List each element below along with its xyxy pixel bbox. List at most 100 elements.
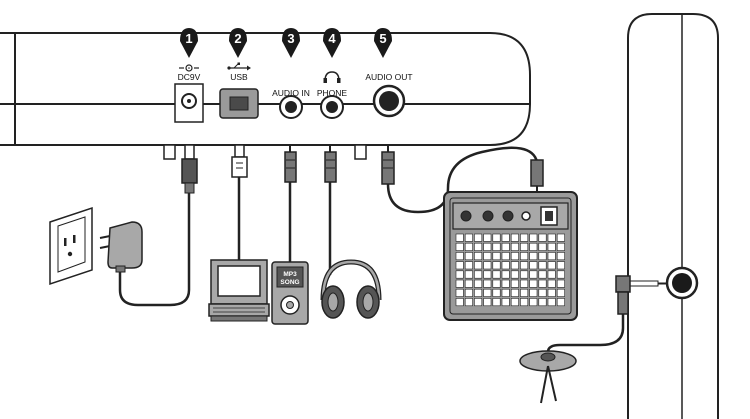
grille-cell [483, 242, 492, 251]
grille-cell [520, 233, 529, 242]
grille-cell [510, 252, 519, 261]
dc-cable [118, 193, 191, 307]
dc-power-port [174, 83, 204, 123]
amp-control-panel [452, 202, 569, 230]
grille-cell [492, 288, 501, 297]
grille-cell [529, 252, 538, 261]
grille-cell [455, 261, 464, 270]
grille-cell [464, 288, 473, 297]
grille-cell [538, 233, 547, 242]
grille-cell [510, 270, 519, 279]
pedal-jack [665, 266, 699, 300]
grille-cell [538, 242, 547, 251]
grille-cell [455, 252, 464, 261]
phone-plug [324, 145, 337, 183]
cymbal [519, 350, 577, 404]
audio-in-jack [279, 95, 303, 119]
grille-cell [464, 242, 473, 251]
grille-cell [492, 279, 501, 288]
grille-cell [547, 252, 556, 261]
keyboard-rear-panel [0, 32, 531, 160]
grille-cell [547, 298, 556, 307]
headphone-icon [323, 71, 341, 83]
audio-out-jack [372, 84, 406, 118]
grille-cell [483, 298, 492, 307]
grille-cell [455, 298, 464, 307]
grille-cell [492, 242, 501, 251]
grille-cell [483, 233, 492, 242]
grille-cell [455, 233, 464, 242]
grille-cell [510, 233, 519, 242]
grille-cell [501, 279, 510, 288]
marker-2: 2 [229, 28, 247, 58]
pedal-cable [546, 314, 625, 353]
usb-plug [231, 144, 248, 178]
grille-cell [556, 279, 565, 288]
port-label-usb: USB [230, 72, 248, 82]
grille-cell [547, 279, 556, 288]
grille-cell [538, 261, 547, 270]
grille-cell [474, 298, 483, 307]
audio-in-plug [284, 145, 297, 183]
grille-cell [455, 242, 464, 251]
grille-cell [538, 279, 547, 288]
grille-cell [510, 261, 519, 270]
port-label-audio-out: AUDIO OUT [365, 72, 412, 82]
marker-3: 3 [282, 28, 300, 58]
grille-cell [483, 288, 492, 297]
grille-cell [556, 288, 565, 297]
grille-cell [492, 252, 501, 261]
grille-cell [474, 279, 483, 288]
amplifier [443, 191, 578, 321]
power-adapter [99, 221, 143, 273]
audio-out-plug [381, 145, 395, 185]
grille-cell [455, 279, 464, 288]
grille-cell [483, 270, 492, 279]
grille-cell [520, 270, 529, 279]
grille-cell [520, 279, 529, 288]
usb-symbol-icon [227, 62, 251, 71]
mp3-screen-line1: MP3 [283, 271, 297, 278]
grille-cell [501, 233, 510, 242]
grille-cell [474, 261, 483, 270]
grille-cell [464, 298, 473, 307]
grille-cell [529, 298, 538, 307]
grille-cell [464, 252, 473, 261]
drum-pad-side-panel [627, 13, 719, 419]
grille-cell [492, 233, 501, 242]
grille-cell [501, 288, 510, 297]
grille-cell [492, 270, 501, 279]
computer [208, 259, 270, 322]
svg-text:4: 4 [328, 31, 336, 46]
marker-1: 1 [180, 28, 198, 58]
grille-cell [474, 242, 483, 251]
grille-cell [483, 261, 492, 270]
grille-cell [474, 233, 483, 242]
pedal-plug [615, 275, 666, 315]
headphones [320, 259, 382, 319]
port-label-audio-in: AUDIO IN [272, 88, 310, 98]
marker-5: 5 [374, 28, 392, 58]
grille-cell [483, 252, 492, 261]
amp-input-plug [530, 159, 544, 196]
grille-cell [510, 298, 519, 307]
grille-cell [501, 270, 510, 279]
grille-cell [547, 242, 556, 251]
grille-cell [556, 261, 565, 270]
grille-cell [464, 233, 473, 242]
grille-cell [464, 279, 473, 288]
svg-text:2: 2 [234, 31, 241, 46]
svg-text:5: 5 [379, 31, 386, 46]
grille-cell [474, 288, 483, 297]
grille-cell [547, 288, 556, 297]
usb-port [219, 88, 259, 119]
grille-cell [529, 261, 538, 270]
grille-cell [529, 242, 538, 251]
grille-cell [529, 270, 538, 279]
grille-cell [464, 270, 473, 279]
grille-cell [547, 261, 556, 270]
grille-cell [474, 252, 483, 261]
grille-cell [556, 242, 565, 251]
grille-cell [520, 252, 529, 261]
